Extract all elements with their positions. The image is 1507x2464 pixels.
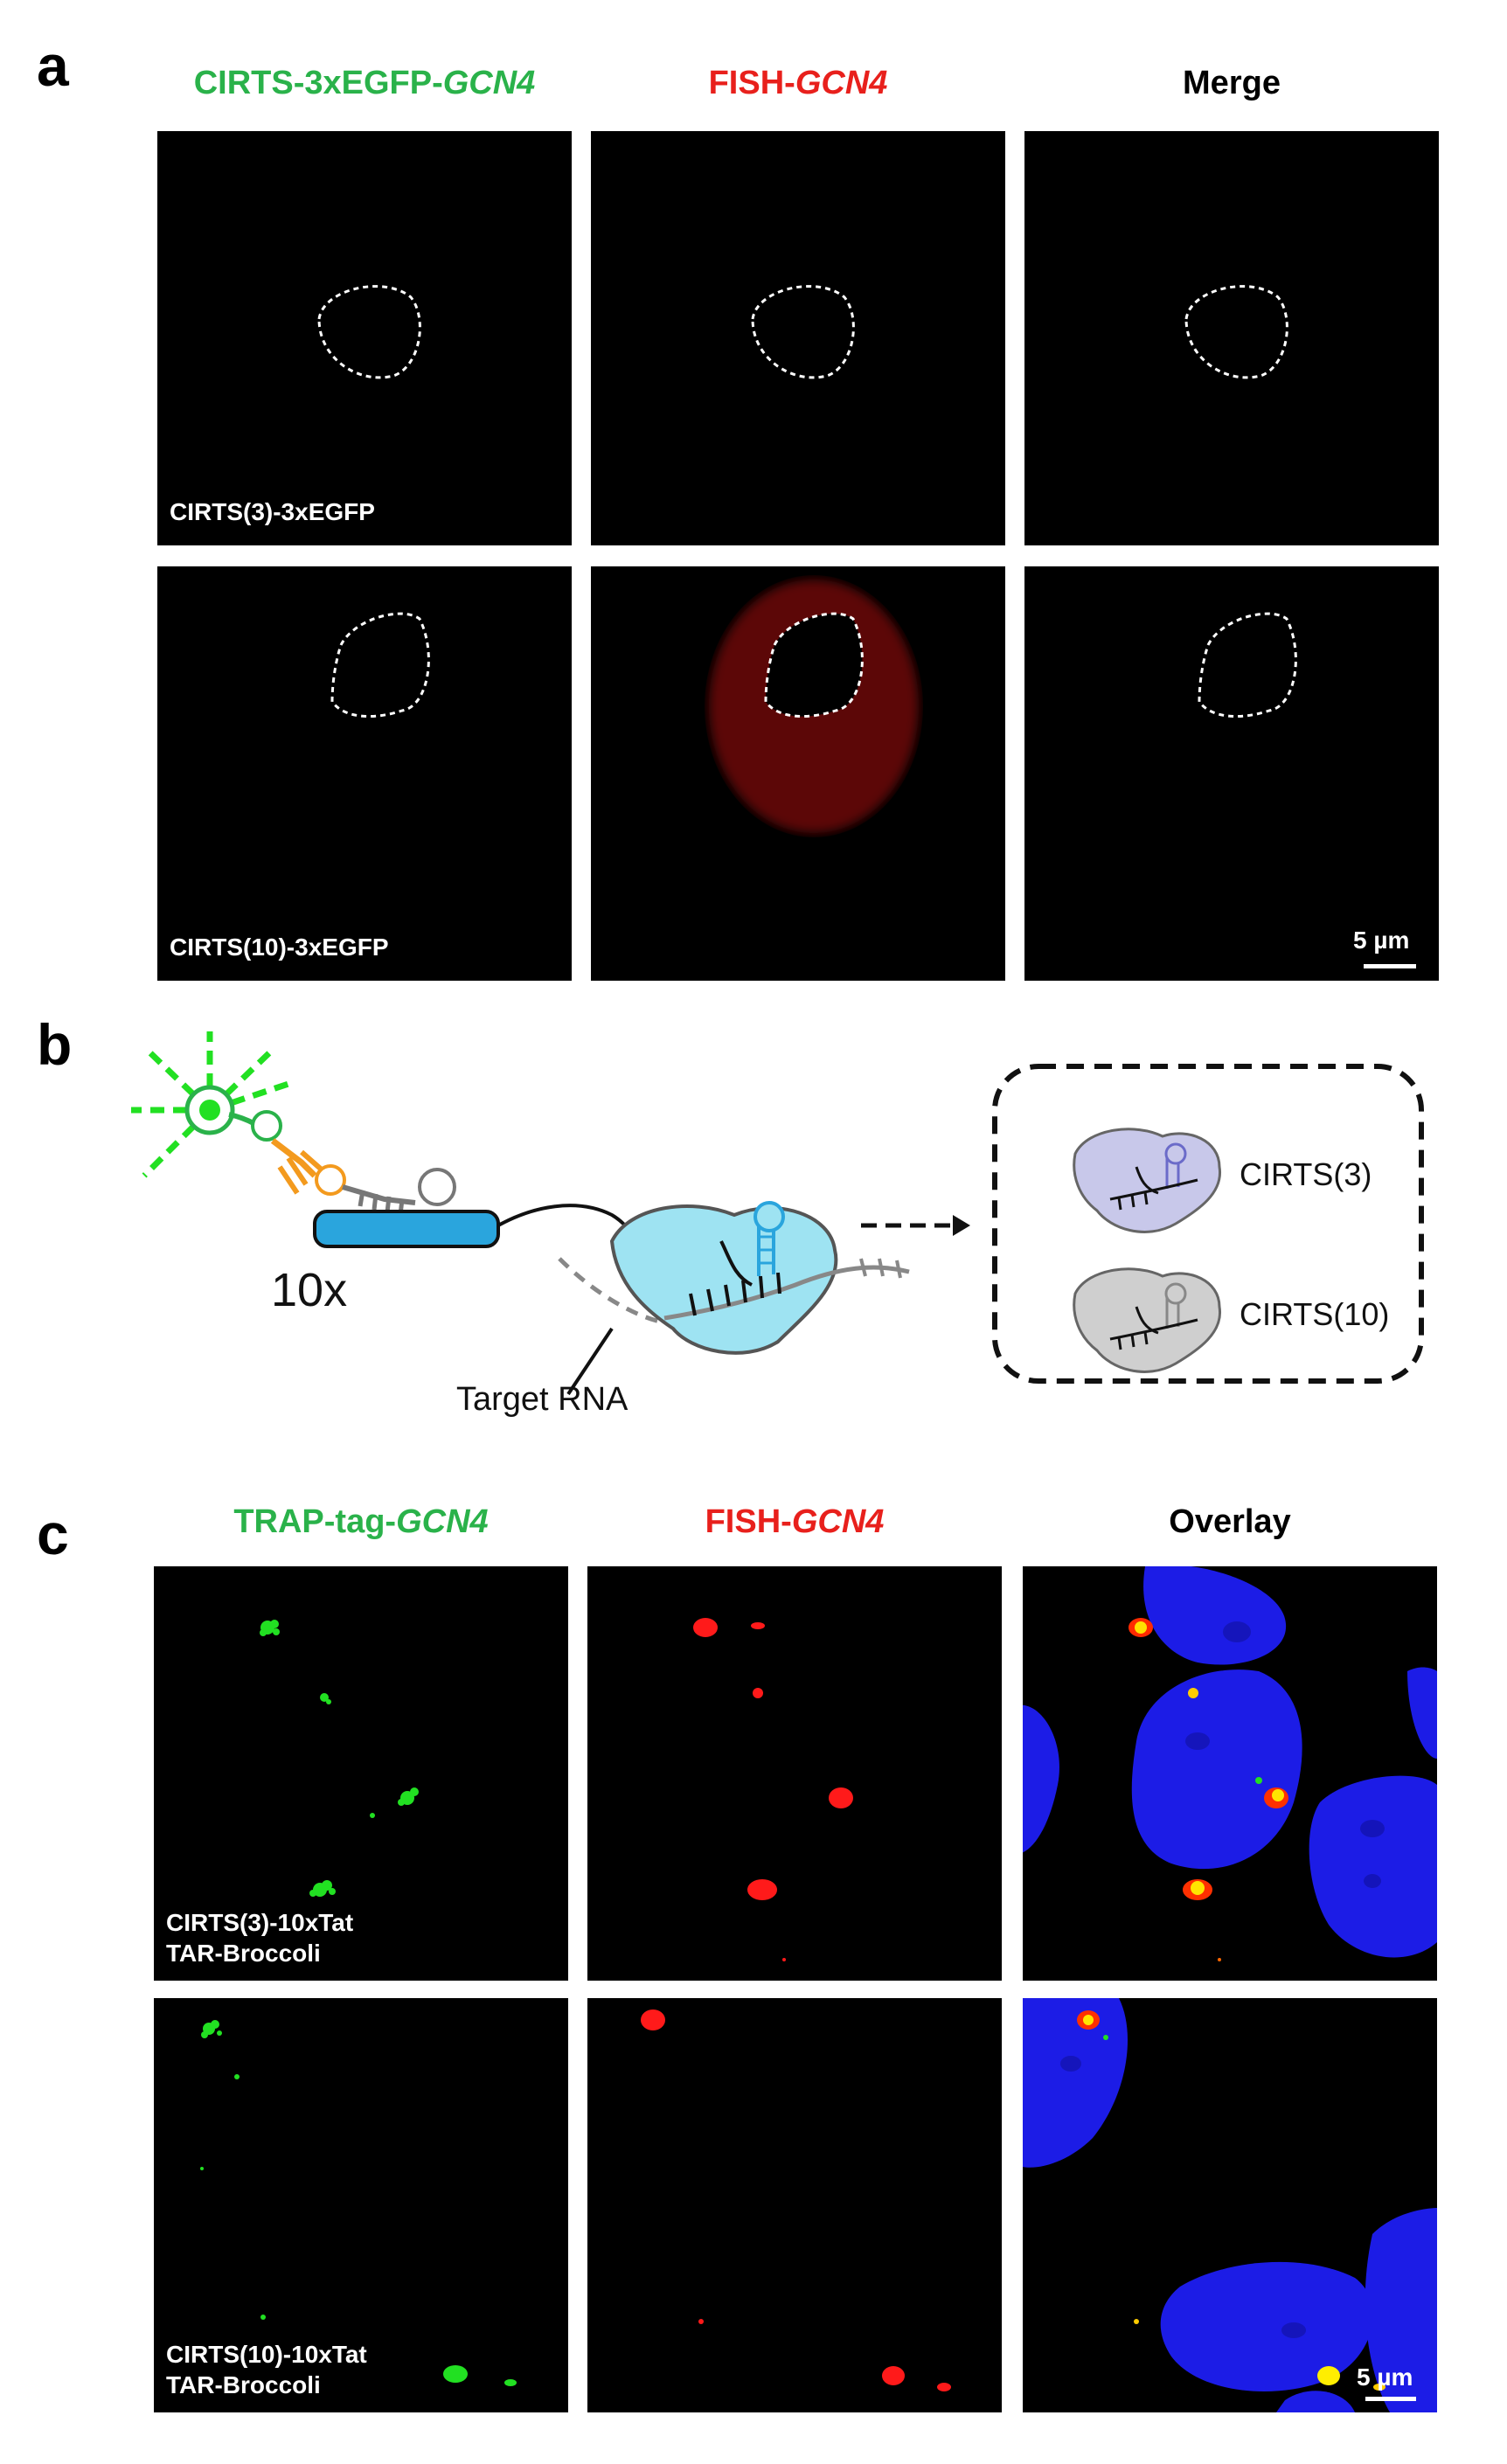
panel-a-header-merge: Merge	[1183, 65, 1281, 101]
panel-a-row1-red-image	[591, 131, 1005, 545]
scale-bar-label: 5 µm	[1353, 927, 1410, 954]
panel-a-header-green: CIRTS-3xEGFP-GCN4	[157, 66, 572, 100]
panel-a-row2-merge-image: 5 µm	[1024, 566, 1439, 981]
row-label-line2: TAR-Broccoli	[166, 2371, 321, 2398]
gene-name: GCN4	[442, 65, 536, 101]
panel-c-row1-red-image	[587, 1566, 1002, 1981]
row-label-line1: CIRTS(10)-10xTat	[166, 2341, 367, 2368]
gene-name: GCN4	[795, 65, 888, 101]
panel-c-header-red: FISH-GCN4	[587, 1505, 1002, 1538]
panel-c-header-overlay: Overlay	[1169, 1503, 1291, 1540]
target-rna-label: Target RNA	[456, 1381, 628, 1418]
panel-c-label: c	[37, 1502, 69, 1566]
row-label: CIRTS(3)-3xEGFP	[170, 498, 375, 525]
panel-b-label: b	[37, 1012, 73, 1077]
tag-count-label: 10x	[271, 1264, 348, 1316]
cirts10-label: CIRTS(10)	[1240, 1296, 1390, 1332]
row-label-line2: TAR-Broccoli	[166, 1940, 321, 1967]
panel-a-header-red: FISH-GCN4	[591, 66, 1005, 100]
header-prefix: TRAP-tag-	[233, 1503, 397, 1540]
panel-a-row2-red-image	[591, 566, 1005, 981]
panel-c-header-green: TRAP-tag-GCN4	[154, 1505, 568, 1538]
panel-a-row1-merge-image	[1024, 131, 1439, 545]
gene-name: GCN4	[791, 1503, 885, 1540]
panel-b-schematic	[131, 1031, 1424, 1396]
panel-c-row1-overlay-image	[1023, 1566, 1437, 1981]
panel-c-row2-red-image	[587, 1998, 1002, 2412]
scale-bar	[1364, 964, 1416, 968]
header-prefix: FISH-	[705, 1503, 792, 1540]
panel-c-row2-overlay-image: 5 µm	[1023, 1998, 1437, 2412]
scale-bar-label: 5 µm	[1357, 2363, 1413, 2391]
panel-a-row2-green-image: CIRTS(10)-3xEGFP	[157, 566, 572, 981]
header-prefix: FISH-	[708, 65, 795, 101]
cirts3-label: CIRTS(3)	[1240, 1156, 1372, 1192]
header-prefix: CIRTS-3xEGFP-	[193, 65, 443, 101]
row-label: CIRTS(10)-3xEGFP	[170, 934, 389, 961]
panel-a-label: a	[37, 33, 69, 98]
row-label: CIRTS(10)-10xTat TAR-Broccoli	[166, 2339, 367, 2400]
scale-bar	[1365, 2397, 1416, 2401]
panel-a-row1-green-image: CIRTS(3)-3xEGFP	[157, 131, 572, 545]
row-label-line1: CIRTS(3)-10xTat	[166, 1909, 354, 1936]
panel-c-row1-green-image: CIRTS(3)-10xTat TAR-Broccoli	[154, 1566, 568, 1981]
panel-c-row2-green-image: CIRTS(10)-10xTat TAR-Broccoli	[154, 1998, 568, 2412]
gene-name: GCN4	[396, 1503, 489, 1540]
row-label: CIRTS(3)-10xTat TAR-Broccoli	[166, 1907, 353, 1968]
